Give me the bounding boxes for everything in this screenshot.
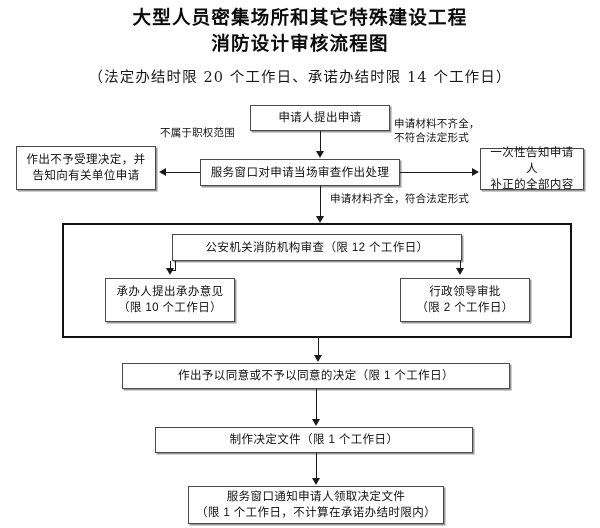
node-leader-approval-label: 行政领导审批 （限 2 个工作日） bbox=[416, 286, 514, 314]
node-window-onsite-review-label: 服务窗口对申请当场审查作出处理 bbox=[210, 166, 390, 179]
connector-decision-to-document bbox=[316, 389, 317, 420]
node-notify-correction[interactable]: 一次性告知申请人 补正的全部内容 bbox=[480, 147, 584, 191]
document-title-block: 大型人员密集场所和其它特殊建设工程 消防设计审核流程图 （法定办结时限 20 个… bbox=[0, 6, 600, 89]
node-deliver-document-label: 服务窗口通知申请人领取决定文件 （限 1 个工作日，不计算在承诺办结时限内） bbox=[195, 491, 437, 519]
node-notify-correction-label: 一次性告知申请人 补正的全部内容 bbox=[490, 147, 574, 191]
arrowhead-group-to-decision bbox=[313, 355, 322, 362]
connector-fire-to-handler-stub bbox=[175, 261, 176, 271]
edge-label-out-of-scope: 不属于职权范围 bbox=[160, 127, 235, 139]
arrowhead-fire-to-leader bbox=[455, 268, 464, 275]
edge-label-complete-materials: 申请材料齐全，符合法定形式 bbox=[330, 193, 470, 205]
edge-label-incomplete-materials: 申请材料不齐全， 不符合法定形式 bbox=[394, 118, 480, 144]
node-reject-decision[interactable]: 作出不予受理决定，并 告知向有关单位申请 bbox=[16, 146, 156, 190]
node-handler-opinion[interactable]: 承办人提出承办意见 （限 10 个工作日） bbox=[105, 278, 235, 322]
arrowhead-apply-to-window bbox=[315, 151, 324, 158]
document-subtitle: （法定办结时限 20 个工作日、承诺办结时限 14 个工作日） bbox=[88, 70, 512, 86]
arrowhead-document-to-deliver bbox=[311, 478, 320, 485]
node-leader-approval[interactable]: 行政领导审批 （限 2 个工作日） bbox=[400, 278, 530, 322]
connector-window-to-fire-review bbox=[320, 186, 321, 218]
connector-window-to-reject bbox=[166, 172, 200, 173]
connector-window-to-notify bbox=[400, 172, 473, 173]
arrowhead-window-to-fire-review bbox=[315, 216, 324, 223]
arrowhead-decision-to-document bbox=[311, 419, 320, 426]
fire-agency-review-group bbox=[62, 223, 572, 338]
connector-apply-to-window bbox=[320, 131, 321, 152]
node-approval-decision-label: 作出予以同意或不予以同意的决定（限 1 个工作日） bbox=[178, 370, 454, 382]
node-make-document-label: 制作决定文件（限 1 个工作日） bbox=[229, 434, 399, 446]
node-applicant-submits[interactable]: 申请人提出申请 bbox=[250, 105, 390, 131]
node-reject-decision-label: 作出不予受理决定，并 告知向有关单位申请 bbox=[26, 154, 146, 182]
node-approval-decision[interactable]: 作出予以同意或不予以同意的决定（限 1 个工作日） bbox=[122, 363, 510, 389]
connector-document-to-deliver bbox=[316, 453, 317, 481]
arrowhead-window-to-notify bbox=[472, 167, 479, 176]
node-fire-agency-review[interactable]: 公安机关消防机构审查（限 12 个工作日） bbox=[172, 234, 462, 261]
connector-group-to-decision bbox=[318, 338, 319, 356]
node-deliver-document[interactable]: 服务窗口通知申请人领取决定文件 （限 1 个工作日，不计算在承诺办结时限内） bbox=[188, 486, 444, 524]
title-line-1: 大型人员密集场所和其它特殊建设工程 bbox=[132, 8, 468, 29]
node-handler-opinion-label: 承办人提出承办意见 （限 10 个工作日） bbox=[116, 286, 224, 314]
title-line-2: 消防设计审核流程图 bbox=[211, 34, 389, 55]
arrowhead-fire-to-handler bbox=[165, 268, 174, 275]
connector-fire-to-handler-vert bbox=[170, 261, 171, 272]
node-make-document[interactable]: 制作决定文件（限 1 个工作日） bbox=[155, 427, 473, 453]
arrowhead-window-to-reject bbox=[159, 167, 166, 176]
connector-fire-to-leader bbox=[460, 261, 461, 272]
node-window-onsite-review[interactable]: 服务窗口对申请当场审查作出处理 bbox=[200, 159, 400, 186]
node-applicant-submits-label: 申请人提出申请 bbox=[278, 112, 362, 124]
node-fire-agency-review-label: 公安机关消防机构审查（限 12 个工作日） bbox=[205, 241, 429, 254]
